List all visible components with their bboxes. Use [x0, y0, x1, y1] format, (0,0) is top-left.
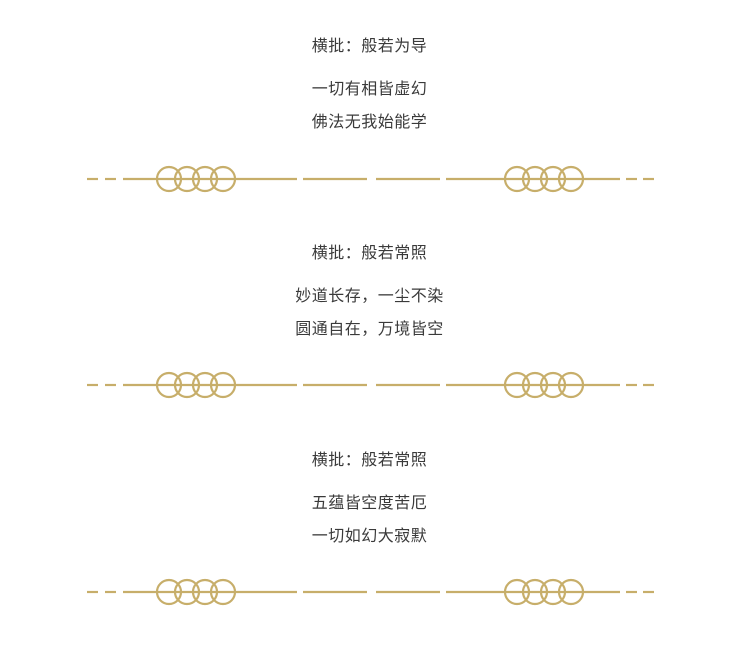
- couplet-line-upper: 五蕴皆空度苦厄: [311, 493, 428, 512]
- ornamental-divider: [87, 371, 654, 399]
- couplet-header: 横批：般若常照: [311, 243, 428, 262]
- couplet-line-upper: 一切有相皆虚幻: [311, 79, 428, 98]
- ornamental-divider: [87, 165, 654, 193]
- couplet-line-lower: 一切如幻大寂默: [311, 526, 428, 545]
- ornamental-divider: [87, 578, 654, 606]
- couplet-line-lower: 佛法无我始能学: [311, 112, 428, 131]
- couplet-header: 横批：般若常照: [311, 450, 428, 469]
- couplet-line-lower: 圆通自在，万境皆空: [295, 319, 444, 338]
- couplet-header: 横批：般若为导: [311, 36, 428, 55]
- couplet-line-upper: 妙道长存，一尘不染: [295, 286, 444, 305]
